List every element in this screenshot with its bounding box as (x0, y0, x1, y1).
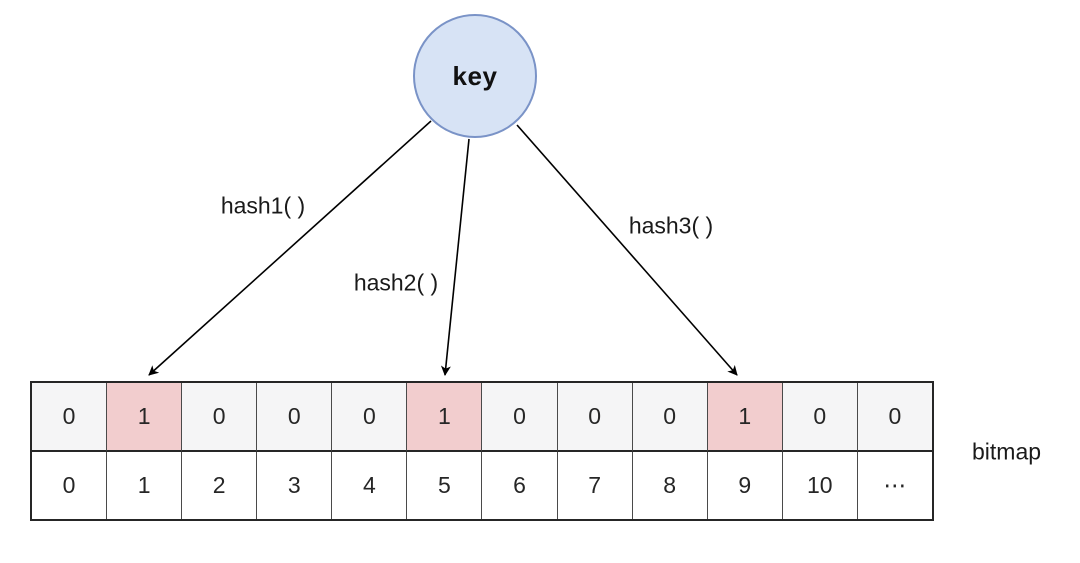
index-cell-3: 3 (257, 452, 333, 519)
hash3-arrow (516, 124, 738, 376)
index-cell-0: 0 (32, 452, 108, 519)
hash2-label: hash2( ) (353, 269, 439, 296)
bit-cell-7: 0 (557, 383, 633, 452)
index-cell-11: ⋯ (857, 452, 932, 519)
bitmap-label: bitmap (972, 438, 1042, 465)
key-node: key (413, 14, 537, 138)
hash1-label: hash1( ) (220, 192, 306, 219)
hash3-label: hash3( ) (628, 212, 714, 239)
index-cell-9: 9 (707, 452, 783, 519)
bit-cell-1: 1 (107, 383, 183, 452)
bit-cell-8: 0 (632, 383, 708, 452)
bit-cell-11: 0 (857, 383, 932, 452)
index-cell-10: 10 (782, 452, 858, 519)
hash1-arrow (148, 120, 432, 376)
index-cell-2: 2 (182, 452, 258, 519)
index-cell-4: 4 (332, 452, 408, 519)
hash2-arrow (440, 138, 470, 376)
index-cell-5: 5 (407, 452, 483, 519)
bit-cell-2: 0 (182, 383, 258, 452)
index-cell-7: 7 (557, 452, 633, 519)
bit-cell-9: 1 (707, 383, 783, 452)
bit-cell-4: 0 (332, 383, 408, 452)
bit-cell-0: 0 (32, 383, 108, 452)
index-cell-6: 6 (482, 452, 558, 519)
bit-cell-10: 0 (782, 383, 858, 452)
bit-cell-6: 0 (482, 383, 558, 452)
index-cell-8: 8 (632, 452, 708, 519)
key-node-label: key (452, 60, 498, 91)
index-cell-1: 1 (107, 452, 183, 519)
bit-cell-5: 1 (407, 383, 483, 452)
bit-cell-3: 0 (257, 383, 333, 452)
